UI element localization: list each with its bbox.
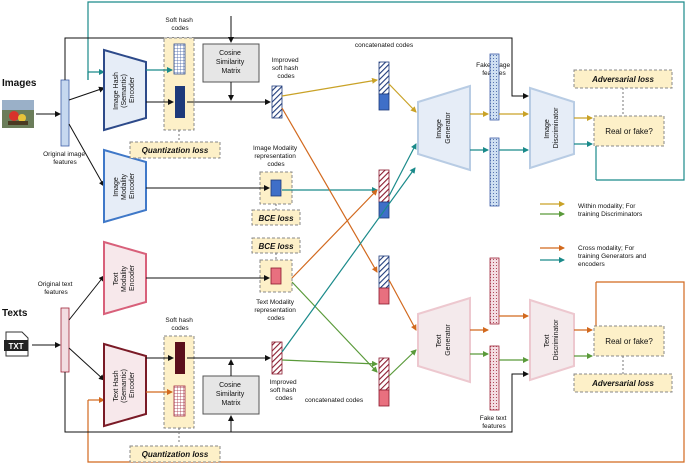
image-discriminator: Image Discriminator bbox=[529, 86, 575, 170]
quantization-loss-bottom bbox=[129, 445, 221, 463]
image-generator: Image Generator bbox=[417, 84, 471, 172]
real-or-fake-bottom bbox=[593, 325, 665, 357]
texts-label: Texts bbox=[2, 308, 28, 319]
concatenated-codes-bottom-label: concatenated codes bbox=[305, 397, 364, 404]
teal-concat-to-img-gen bbox=[388, 143, 417, 197]
svg-text:Cosine Similarity: Cosine Similarity Matrix bbox=[216, 50, 246, 75]
txt-file-icon: TXT bbox=[4, 331, 29, 357]
adversarial-loss-bottom-text: Adversarial loss bbox=[591, 379, 654, 388]
original-text-features-label: Original text features bbox=[38, 281, 75, 296]
legend-cross-text: Cross modality; For training Generators … bbox=[578, 245, 648, 268]
image-modality-codes-label: Image Modality representation codes bbox=[253, 145, 299, 168]
svg-text:TXT: TXT bbox=[8, 342, 23, 351]
gold-improved-top-to-concat bbox=[281, 77, 378, 97]
fake-image-features-bar-2 bbox=[489, 137, 500, 207]
orange-textmod-to-concat bbox=[291, 189, 378, 279]
orange-feedback-loop bbox=[87, 281, 685, 463]
text-modality-code bbox=[270, 267, 282, 285]
quantization-loss-bottom-text: Quantization loss bbox=[142, 450, 209, 459]
gold-concat-to-img-gen bbox=[388, 83, 417, 113]
fake-text-features-bar bbox=[489, 257, 500, 325]
soft-hash-codes-bottom-label: Soft hash codes bbox=[165, 317, 194, 332]
svg-text:Image Discriminator: Image Discriminator bbox=[544, 107, 560, 149]
orange-improved-top-to-concat bbox=[281, 107, 378, 273]
images-label: Images bbox=[2, 78, 37, 89]
concatenated-codes-top-label: concatenated codes bbox=[355, 42, 414, 49]
bottom-soft-code-solid bbox=[175, 342, 185, 374]
image-hash-encoder: Image Hash (Semantic) Encoder bbox=[103, 48, 147, 132]
original-image-features-bar bbox=[60, 79, 70, 147]
fake-text-features-bar-2 bbox=[489, 345, 500, 411]
concat-bottom-2 bbox=[378, 357, 390, 407]
txt-feat-to-modality bbox=[68, 275, 105, 321]
bottom-soft-code-grid bbox=[173, 385, 186, 417]
improved-soft-hash-top-label: Improved soft hash codes bbox=[272, 57, 301, 80]
fake-text-features-label: Fake text features bbox=[480, 415, 509, 430]
orange-concat-to-text-gen bbox=[388, 279, 417, 331]
fake-image-features-bar bbox=[489, 53, 500, 121]
bce-loss-bottom-text: BCE loss bbox=[258, 242, 294, 251]
image-modality-encoder: Image Modality Encoder bbox=[103, 148, 147, 224]
image-modality-code bbox=[270, 179, 282, 197]
text-generator: Text Generator bbox=[417, 296, 471, 384]
text-modality-encoder: Text Modality Encoder bbox=[103, 240, 147, 316]
text-hash-encoder: Text Hash (Semantic) Encoder bbox=[103, 342, 147, 428]
legend-within-text: Within modality; For training Discrimina… bbox=[578, 203, 643, 218]
svg-text:Text Discriminator: Text Discriminator bbox=[544, 319, 560, 361]
teal-loop-entry bbox=[87, 69, 105, 80]
real-or-fake-top bbox=[593, 115, 665, 147]
teal-feedback-loop bbox=[87, 1, 685, 181]
adversarial-loss-top-text: Adversarial loss bbox=[591, 75, 654, 84]
real-or-fake-top-text: Real or fake? bbox=[605, 127, 653, 136]
cosine-similarity-matrix-top: Cosine Similarity Matrix bbox=[202, 43, 260, 83]
green-improved-bottom-to-concat bbox=[281, 359, 378, 367]
original-image-features-label: Original image features bbox=[43, 151, 87, 166]
img-feat-to-hash bbox=[68, 86, 105, 101]
svg-text:Image Generator: Image Generator bbox=[436, 112, 452, 144]
text-modality-codes-label: Text Modality representation codes bbox=[254, 299, 297, 322]
svg-text:Text Modality Enco: Text Modality Encoder bbox=[113, 264, 136, 292]
bce-loss-top-text: BCE loss bbox=[258, 214, 294, 223]
improved-soft-hash-bottom-label: Improved soft hash codes bbox=[270, 379, 299, 402]
top-soft-code-grid bbox=[173, 43, 186, 75]
improved-soft-hash-top-bar bbox=[271, 85, 283, 119]
img-feat-to-discriminator bbox=[64, 37, 529, 99]
sample-image bbox=[2, 100, 34, 128]
real-or-fake-bottom-text: Real or fake? bbox=[605, 337, 653, 346]
teal-improved-bottom-to-generator bbox=[281, 167, 416, 353]
improved-soft-hash-bottom-bar bbox=[271, 341, 283, 375]
adversarial-loss-bottom bbox=[573, 373, 673, 393]
txt-feat-to-discriminator bbox=[64, 371, 529, 433]
green-concat-to-text-gen bbox=[388, 349, 417, 377]
original-text-features-bar bbox=[60, 307, 70, 373]
svg-text:Cosine Similarity: Cosine Similarity Matrix bbox=[216, 382, 246, 407]
top-soft-code-solid bbox=[175, 86, 185, 118]
svg-text:Text Hash (Semantic): Text Hash (Semantic) Encoder bbox=[113, 367, 136, 403]
soft-hash-codes-top-label: Soft hash codes bbox=[165, 17, 194, 32]
text-discriminator: Text Discriminator bbox=[529, 298, 575, 382]
quantization-loss-top bbox=[129, 141, 221, 159]
img-feat-to-modality bbox=[68, 123, 105, 187]
legend: Within modality; For training Discrimina… bbox=[540, 201, 648, 268]
concat-bottom-1 bbox=[378, 255, 390, 305]
quantization-loss-top-text: Quantization loss bbox=[142, 146, 209, 155]
cosine-similarity-matrix-bottom: Cosine Similarity Matrix bbox=[202, 375, 260, 415]
svg-text:Image Modality Enc: Image Modality Encoder bbox=[113, 172, 136, 200]
bce-loss-top bbox=[251, 209, 301, 226]
txt-feat-to-hash bbox=[68, 347, 105, 381]
svg-text:Image Hash (Semantic): Image Hash (Semantic) Encoder bbox=[113, 70, 136, 110]
green-textmod-to-concat bbox=[291, 281, 378, 373]
concat-top-1 bbox=[378, 61, 390, 111]
svg-text:Text Generator: Text Generator bbox=[436, 324, 452, 356]
